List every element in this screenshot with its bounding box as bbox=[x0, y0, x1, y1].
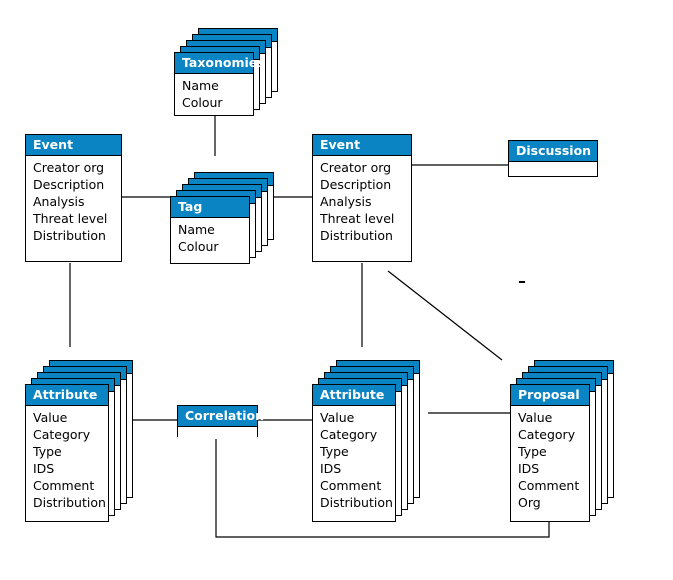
connector-correlation-proposal bbox=[215, 438, 550, 538]
entity-fields-correlation bbox=[178, 427, 257, 439]
entity-card-correlation[interactable]: Correlation bbox=[177, 405, 264, 439]
entity-field: Colour bbox=[182, 95, 223, 110]
entity-title-discussion: Discussion bbox=[509, 141, 597, 162]
entity-field: Threat level bbox=[33, 211, 108, 226]
entity-fields-discussion bbox=[509, 162, 597, 176]
entity-field: Distribution bbox=[320, 228, 393, 243]
entity-field: Category bbox=[33, 427, 91, 442]
entity-field: Analysis bbox=[33, 194, 85, 209]
entity-title-taxonomies: Taxonomies bbox=[175, 53, 265, 74]
entity-field: Category bbox=[320, 427, 378, 442]
entity-field: Category bbox=[518, 427, 576, 442]
entity-field: Comment bbox=[33, 478, 95, 493]
entity-field: Creator org bbox=[320, 160, 392, 175]
entity-field: Analysis bbox=[320, 194, 372, 209]
entity-field: Description bbox=[33, 177, 105, 192]
connector-event-right-proposal bbox=[387, 270, 503, 361]
entity-title-tag: Tag bbox=[171, 197, 249, 218]
entity-field: Distribution bbox=[320, 495, 393, 510]
entity-field: Comment bbox=[518, 478, 580, 493]
entity-field: Distribution bbox=[33, 495, 106, 510]
entity-title-attribute-center: Attribute bbox=[313, 385, 395, 406]
entity-title-attribute-left: Attribute bbox=[26, 385, 108, 406]
entity-field: Comment bbox=[320, 478, 382, 493]
entity-correlation[interactable]: Correlation bbox=[177, 405, 264, 439]
entity-field: Type bbox=[320, 444, 349, 459]
entity-discussion[interactable]: Discussion bbox=[508, 140, 598, 177]
entity-field: Threat level bbox=[320, 211, 395, 226]
entity-field: IDS bbox=[33, 461, 55, 476]
entity-title-event-left: Event bbox=[26, 135, 121, 156]
entity-card-discussion[interactable]: Discussion bbox=[508, 140, 598, 177]
entity-field: Value bbox=[320, 410, 355, 425]
entity-field: Type bbox=[33, 444, 62, 459]
entity-field: IDS bbox=[320, 461, 342, 476]
entity-field: Value bbox=[518, 410, 553, 425]
entity-field: Org bbox=[518, 495, 541, 510]
entity-field: IDS bbox=[518, 461, 540, 476]
entity-title-correlation: Correlation bbox=[178, 406, 264, 427]
entity-field: Type bbox=[518, 444, 547, 459]
tick-mark-stray-dash-right bbox=[519, 281, 525, 283]
entity-field: Value bbox=[33, 410, 68, 425]
entity-field: Name bbox=[182, 78, 219, 93]
entity-field: Creator org bbox=[33, 160, 105, 175]
entity-title-event-right: Event bbox=[313, 135, 411, 156]
entity-title-proposal: Proposal bbox=[511, 385, 589, 406]
entity-field: Distribution bbox=[33, 228, 106, 243]
entity-field: Colour bbox=[178, 239, 219, 254]
entity-field: Name bbox=[178, 222, 215, 237]
entity-field: Description bbox=[320, 177, 392, 192]
